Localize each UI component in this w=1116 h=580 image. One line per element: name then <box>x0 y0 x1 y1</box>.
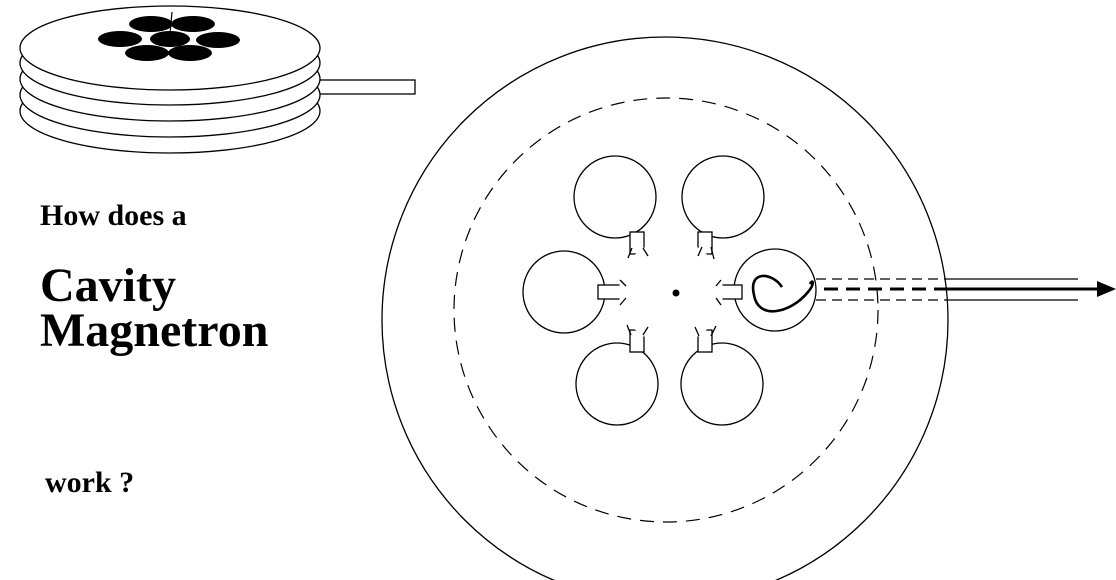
resonant-cavities <box>522 155 817 426</box>
title-line-2: Cavity <box>40 259 176 312</box>
coupling-line <box>800 278 946 301</box>
magnetron-cross-section <box>381 36 1116 580</box>
stack-top-mark <box>169 11 173 35</box>
cavity <box>681 155 765 239</box>
cavity <box>522 250 606 334</box>
magnetron-stack-illustration <box>19 5 416 154</box>
stack-top-disc <box>19 5 321 91</box>
output-arrow-head <box>1097 281 1116 297</box>
output-waveguide <box>946 278 1078 301</box>
stack-cavity-pattern <box>98 16 240 61</box>
interaction-space <box>619 240 723 344</box>
cavity <box>680 342 764 426</box>
cavity <box>575 342 659 426</box>
title-line-4: work ? <box>45 466 135 499</box>
coupling-loop <box>751 274 815 313</box>
outer-body-circle <box>381 36 949 580</box>
title-line-3: Magnetron <box>40 304 269 357</box>
title-line-1: How does a <box>40 199 187 232</box>
cathode-dot <box>672 289 680 297</box>
stack-output-stub <box>314 79 416 95</box>
dashed-boundary-circle <box>453 97 879 523</box>
cavity <box>573 155 657 239</box>
cavity <box>733 248 817 332</box>
